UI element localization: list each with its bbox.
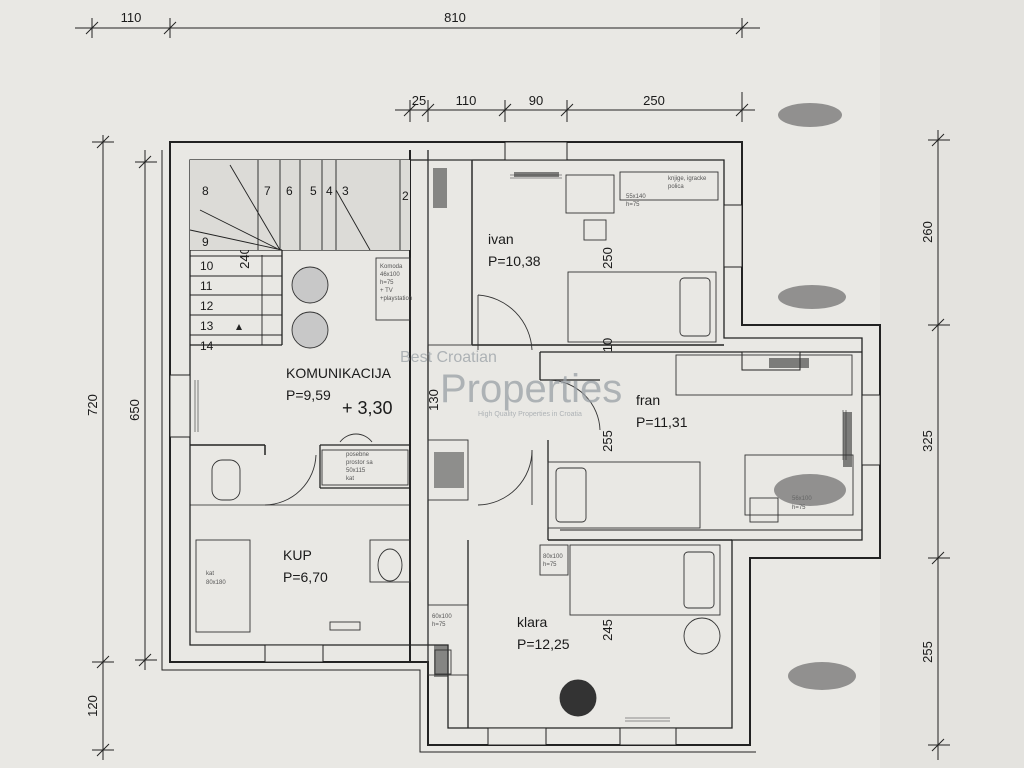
note-playstation: +playstation	[380, 296, 412, 302]
room-area-ivan: P=10,38	[488, 253, 541, 269]
room-name-fran: fran	[636, 392, 660, 408]
watermark-line2: Properties	[440, 367, 622, 411]
bed-ivan	[567, 271, 717, 343]
note-desk-klara: 80x100	[543, 554, 563, 560]
dim-right-255: 255	[920, 641, 935, 663]
floor-level: + 3,30	[342, 398, 393, 418]
step-10: 10	[200, 259, 214, 273]
furniture	[195, 159, 854, 717]
stair-step-numbers: 8 7 6 5 4 3 2 9 10 11 12 13 14	[200, 184, 409, 353]
step-11: 11	[200, 279, 213, 293]
radiators	[433, 168, 852, 677]
room-area-komunikacija: P=9,59	[286, 387, 331, 403]
furniture-annotations: Komoda 46x100 h=75 + TV +playstation knj…	[206, 176, 812, 628]
note-desk-ivan: 55x140	[626, 194, 646, 200]
staircase	[189, 160, 410, 345]
stair-arrow-icon	[236, 324, 242, 330]
step-12: 12	[200, 299, 214, 313]
note-pos-4: kat	[346, 476, 354, 482]
note-desk-klara2-h: h=75	[432, 622, 446, 628]
dim-inner-255: 255	[600, 430, 615, 452]
ornament-circle	[291, 311, 329, 349]
ornament-circle	[291, 266, 329, 304]
ornament-circle	[559, 679, 597, 717]
watermark-line3: High Quality Properties in Croatia	[478, 411, 582, 418]
room-area-klara: P=12,25	[517, 636, 570, 652]
windows	[169, 141, 881, 746]
shelf	[619, 171, 719, 201]
dim-25: 25	[412, 93, 426, 108]
step-9: 9	[202, 235, 209, 249]
note-desk-ivan-h: h=75	[626, 202, 640, 208]
note-tv: + TV	[380, 288, 393, 294]
room-area-kup: P=6,70	[283, 569, 328, 585]
step-2: 2	[402, 189, 409, 203]
note-komoda: Komoda	[380, 264, 403, 270]
note-shelf-2: polica	[668, 184, 684, 190]
note-tub: kat	[206, 571, 214, 577]
dim-right-260: 260	[920, 221, 935, 243]
dim-left-120: 120	[85, 695, 100, 717]
room-area-fran: P=11,31	[636, 414, 688, 430]
watermark-line1: Best Croatian	[400, 349, 497, 366]
dim-110: 110	[456, 93, 477, 108]
dim-240: 240	[237, 247, 252, 269]
note-pos-3: 50x115	[346, 468, 366, 474]
step-8: 8	[202, 184, 209, 198]
note-desk-klara2: 60x100	[432, 614, 452, 620]
note-tub-size: 80x180	[206, 580, 226, 586]
dim-130: 130	[426, 389, 441, 411]
dimension-lines	[75, 18, 950, 760]
step-3: 3	[342, 184, 349, 198]
step-6: 6	[286, 184, 293, 198]
dim-left-650: 650	[127, 399, 142, 421]
dim-250: 250	[643, 93, 665, 108]
step-7: 7	[264, 184, 271, 198]
room-name-ivan: ivan	[488, 231, 514, 247]
room-name-kup: KUP	[283, 547, 312, 563]
desk-ivan	[565, 174, 615, 214]
step-5: 5	[310, 184, 317, 198]
chair	[583, 219, 607, 241]
dim-right-325: 325	[920, 430, 935, 452]
step-4: 4	[326, 184, 333, 198]
step-14: 14	[200, 339, 214, 353]
note-komoda-size: 46x100	[380, 272, 400, 278]
room-name-komunikacija: KOMUNIKACIJA	[286, 365, 392, 381]
note-desk-fran-h: h=75	[792, 505, 806, 511]
dim-top-110: 110	[121, 10, 142, 25]
dim-inner-245: 245	[600, 619, 615, 641]
terrace-plants	[774, 103, 856, 690]
dim-top-810: 810	[444, 10, 466, 25]
note-pos-2: prostor sa	[346, 460, 373, 466]
bed-klara	[569, 544, 721, 616]
step-13: 13	[200, 319, 214, 333]
pillow	[679, 277, 711, 337]
note-komoda-height: h=75	[380, 280, 394, 286]
watermark: Best Croatian Properties High Quality Pr…	[400, 349, 622, 418]
tv-cabinet	[375, 257, 411, 321]
room-name-klara: klara	[517, 614, 548, 630]
dim-90: 90	[529, 93, 543, 108]
note-desk-klara-h: h=75	[543, 562, 557, 568]
dim-left-720: 720	[85, 394, 100, 416]
bed-fran	[547, 461, 701, 529]
room-labels: ivan P=10,38 KOMUNIKACIJA P=9,59 + 3,30 …	[283, 231, 688, 652]
dim-inner-250: 250	[600, 247, 615, 269]
note-shelf: knjige, igracke	[668, 176, 707, 182]
note-pos-1: posebne	[346, 452, 370, 458]
